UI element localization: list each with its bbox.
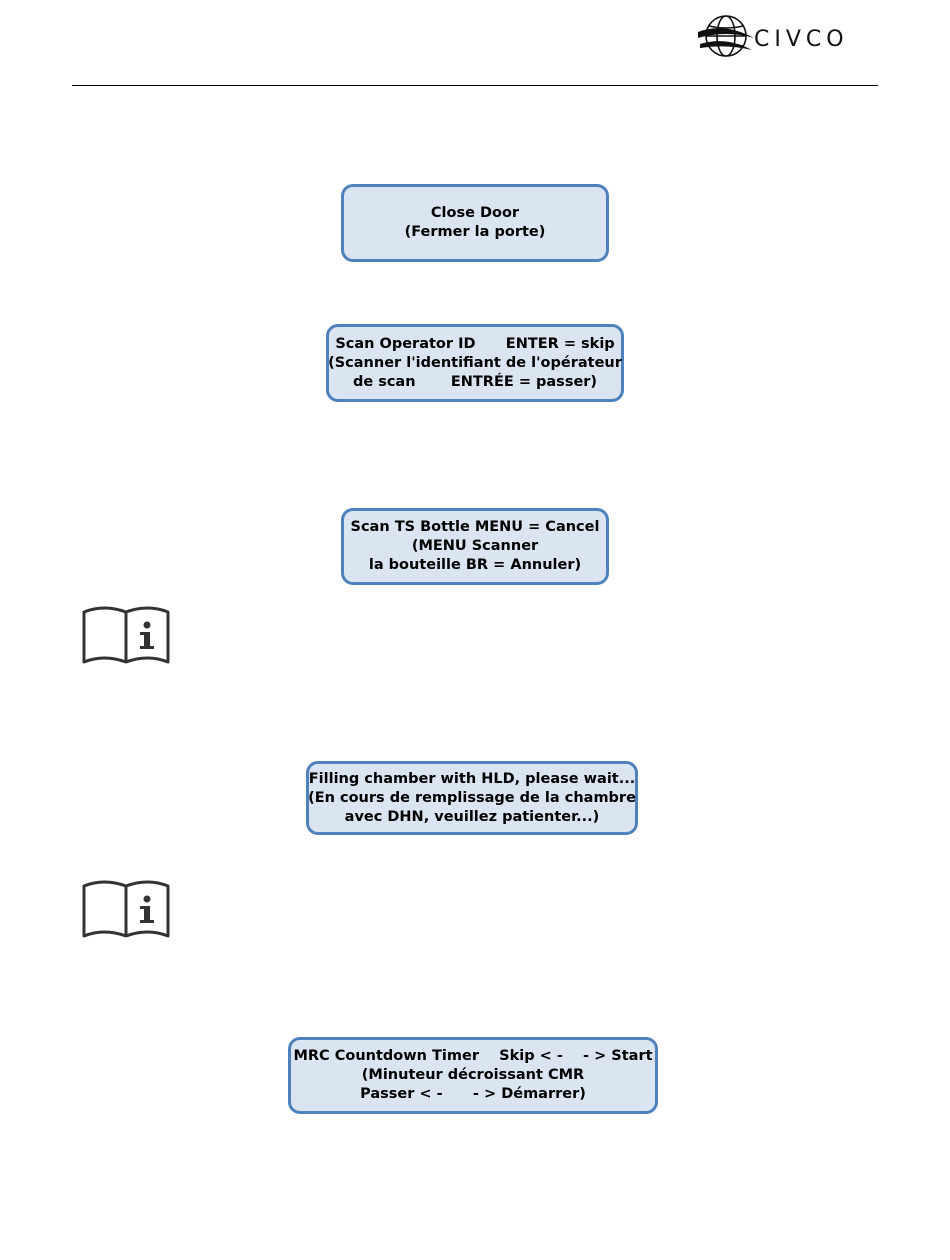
logo-text: CIVCO (754, 27, 849, 52)
message-line: Passer < - - > Démarrer) (360, 1086, 586, 1102)
screen-message-close-door: Close Door (Fermer la porte) (341, 184, 609, 262)
message-line: (MENU Scanner (411, 538, 539, 554)
screen-message-filling-chamber: Filling chamber with HLD, please wait...… (306, 761, 638, 835)
header-divider (72, 85, 878, 86)
manual-info-icon (80, 602, 172, 666)
screen-message-scan-ts-bottle: Scan TS Bottle MENU = Cancel (MENU Scann… (341, 508, 609, 585)
message-line: (Scanner l'identifiant de l'opérateur (328, 354, 622, 371)
message-line: (Minuteur décroissant CMR (361, 1067, 585, 1083)
message-line: Close Door (430, 205, 520, 221)
message-line: Filling chamber with HLD, please wait... (308, 770, 636, 787)
message-line: Scan TS Bottle MENU = Cancel (350, 519, 600, 535)
message-line: (En cours de remplissage de la chambre (308, 789, 636, 806)
screen-message-mrc-countdown-timer: MRC Countdown Timer Skip < - - > Start (… (288, 1037, 658, 1114)
message-line: (Fermer la porte) (404, 224, 546, 240)
screen-message-scan-operator-id: Scan Operator ID ENTER = skip (Scanner l… (326, 324, 624, 402)
civco-logo: CIVCO (696, 8, 878, 64)
message-line: de scan ENTRÉE = passer) (352, 373, 598, 390)
message-line: la bouteille BR = Annuler) (368, 557, 582, 573)
manual-info-icon (80, 876, 172, 940)
message-line: avec DHN, veuillez patienter...) (344, 808, 600, 825)
message-line: MRC Countdown Timer Skip < - - > Start (293, 1048, 653, 1064)
message-line: Scan Operator ID ENTER = skip (335, 335, 615, 352)
